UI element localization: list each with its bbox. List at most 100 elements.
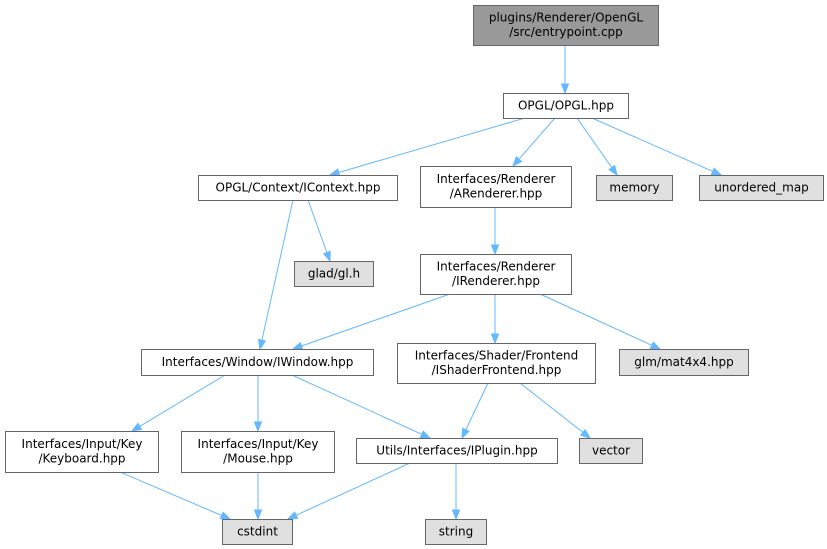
node-label-line: memory	[609, 180, 659, 194]
edge-line	[119, 471, 222, 516]
edge-arrowhead	[291, 341, 304, 350]
edge-line	[591, 117, 714, 172]
edge-icontext-to-glad	[307, 199, 331, 263]
node-label-line: Utils/Interfaces/IPlugin.hpp	[376, 443, 537, 457]
edge-line	[465, 382, 489, 431]
node-irenderer[interactable]: Interfaces/Renderer/IRenderer.hpp	[420, 254, 572, 295]
node-opgl[interactable]: OPGL/OPGL.hpp	[503, 93, 629, 119]
edge-arrowhead	[490, 244, 500, 256]
node-mat4x4: glm/mat4x4.hpp	[619, 349, 749, 376]
node-box	[141, 349, 374, 376]
node-label-line: glad/gl.h	[308, 266, 360, 280]
edge-line	[261, 199, 294, 341]
node-box	[473, 5, 659, 46]
edge-opgl-to-memory	[576, 117, 618, 177]
node-label-line: Interfaces/Shader/Frontend	[415, 349, 579, 363]
node-box	[425, 519, 487, 545]
edge-iplugin-to-string	[451, 463, 461, 521]
edge-irenderer-to-ishader	[490, 294, 500, 345]
node-label-line: Interfaces/Window/IWindow.hpp	[162, 355, 354, 369]
node-arenderer[interactable]: Interfaces/Renderer/ARenderer.hpp	[420, 166, 572, 208]
node-cstdint: cstdint	[222, 519, 293, 545]
node-box	[699, 175, 824, 201]
edge-line	[291, 374, 423, 435]
edge-line	[295, 462, 411, 516]
node-label-line: string	[439, 524, 473, 538]
node-box	[222, 519, 293, 545]
node-box	[356, 438, 558, 464]
node-box	[420, 166, 572, 208]
node-box	[198, 175, 398, 201]
edge-line	[338, 117, 526, 173]
edge-arrowhead	[451, 509, 461, 521]
edge-iwindow-to-keyboard	[130, 374, 226, 432]
edge-mouse-to-cstdint	[253, 472, 263, 521]
edges-layer	[119, 45, 723, 521]
edge-arrowhead	[649, 341, 662, 350]
edge-line	[139, 374, 226, 427]
node-label-line: Interfaces/Input/Key	[198, 437, 319, 451]
edge-line	[307, 199, 328, 253]
edge-arrowhead	[322, 250, 331, 263]
node-label-line: /ARenderer.hpp	[450, 187, 543, 201]
edge-line	[576, 117, 613, 168]
node-unordered_map: unordered_map	[699, 175, 824, 201]
edge-line	[519, 382, 584, 433]
node-label-line: /IShaderFrontend.hpp	[432, 363, 562, 377]
edge-line	[518, 117, 556, 160]
edge-arenderer-to-irenderer	[490, 207, 500, 256]
node-ishader[interactable]: Interfaces/Shader/Frontend/IShaderFronte…	[397, 343, 596, 384]
node-box	[181, 431, 335, 473]
node-label-line: Interfaces/Input/Key	[22, 437, 143, 451]
node-iplugin[interactable]: Utils/Interfaces/IPlugin.hpp	[356, 438, 558, 464]
node-box	[5, 431, 159, 473]
edge-arrowhead	[710, 167, 723, 176]
node-label-line: Interfaces/Renderer	[437, 172, 556, 186]
node-label-line: glm/mat4x4.hpp	[634, 355, 733, 369]
node-entrypoint[interactable]: plugins/Renderer/OpenGL/src/entrypoint.c…	[473, 5, 659, 46]
edge-opgl-to-arenderer	[512, 117, 556, 168]
node-box	[397, 343, 596, 384]
node-box	[503, 93, 629, 119]
edge-irenderer-to-mat4x4	[539, 293, 662, 350]
node-label-line: unordered_map	[714, 180, 809, 194]
edge-ishader-to-iplugin	[461, 382, 489, 440]
edge-arrowhead	[257, 338, 267, 351]
node-box	[619, 349, 749, 376]
edge-iwindow-to-iplugin	[291, 374, 432, 439]
edge-arrowhead	[253, 421, 263, 433]
edge-iplugin-to-cstdint	[286, 462, 411, 520]
edge-arrowhead	[579, 428, 592, 439]
edge-keyboard-to-cstdint	[119, 471, 232, 520]
edge-opgl-to-unordered_map	[591, 117, 723, 176]
node-label-line: plugins/Renderer/OpenGL	[489, 11, 644, 25]
node-iwindow[interactable]: Interfaces/Window/IWindow.hpp	[141, 349, 374, 376]
edge-line	[539, 293, 653, 346]
nodes-layer: plugins/Renderer/OpenGL/src/entrypoint.c…	[5, 5, 824, 545]
edge-ishader-to-vector	[519, 382, 592, 439]
node-box	[294, 261, 374, 287]
edge-arrowhead	[286, 511, 299, 520]
node-label-line: vector	[592, 443, 630, 457]
node-icontext[interactable]: OPGL/Context/IContext.hpp	[198, 175, 398, 201]
node-mouse[interactable]: Interfaces/Input/Key/Mouse.hpp	[181, 431, 335, 473]
node-glad: glad/gl.h	[294, 261, 374, 287]
node-label-line: cstdint	[237, 524, 278, 538]
node-label-line: /Keyboard.hpp	[38, 452, 125, 466]
edge-arrowhead	[512, 156, 523, 168]
node-string: string	[425, 519, 487, 545]
edge-arrowhead	[253, 509, 263, 521]
edge-arrowhead	[219, 511, 232, 520]
node-label-line: OPGL/Context/IContext.hpp	[216, 180, 381, 194]
edge-arrowhead	[490, 333, 500, 345]
edge-icontext-to-iwindow	[257, 199, 294, 351]
edge-arrowhead	[328, 168, 341, 177]
node-label-line: /Mouse.hpp	[223, 452, 293, 466]
node-keyboard[interactable]: Interfaces/Input/Key/Keyboard.hpp	[5, 431, 159, 473]
node-label-line: OPGL/OPGL.hpp	[518, 98, 614, 112]
edge-arrowhead	[560, 83, 570, 95]
edge-line	[301, 293, 451, 347]
node-vector: vector	[579, 438, 643, 464]
edge-iwindow-to-mouse	[253, 375, 263, 433]
node-label-line: /IRenderer.hpp	[452, 274, 540, 288]
